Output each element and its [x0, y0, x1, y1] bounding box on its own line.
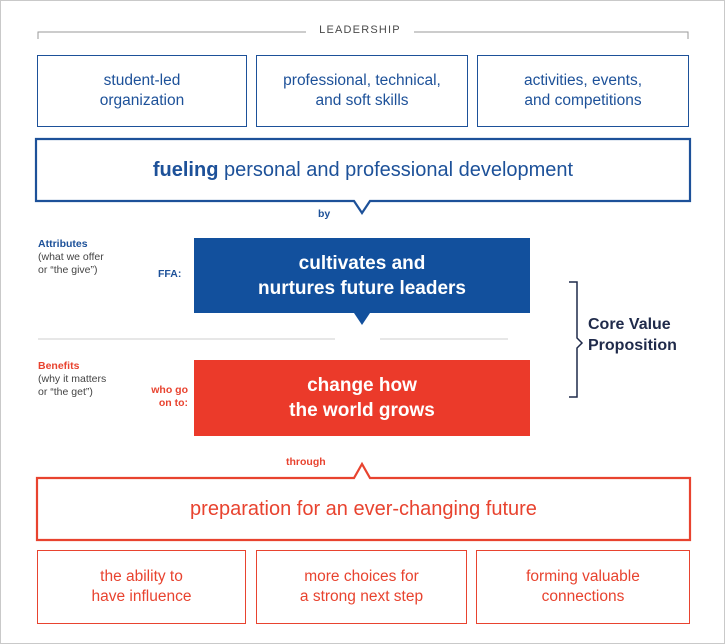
leadership-bracket [37, 31, 689, 39]
preparation-statement: preparation for an ever-changing future [37, 478, 690, 540]
fueling-bold-word: fueling [152, 158, 219, 181]
top-box-text: student-led organization [99, 72, 185, 109]
benefits-title: Benefits [38, 360, 80, 372]
bottom-box-text: more choices for a strong next step [299, 568, 424, 605]
cultivates-box: cultivates and nurtures future leaders [194, 238, 530, 313]
core-value-bracket [569, 281, 584, 398]
bottom-box-connections: forming valuable connections [476, 550, 690, 624]
connector-through: through [286, 456, 326, 468]
preparation-callout-shape [35, 461, 692, 542]
top-box-student-led: student-led organization [37, 55, 247, 127]
leadership-label: LEADERSHIP [319, 24, 401, 36]
attributes-title: Attributes [38, 238, 88, 250]
bottom-box-text: the ability to have influence [91, 568, 192, 605]
fueling-callout-shape [34, 137, 692, 215]
blue-box-pointer [354, 313, 370, 325]
change-text: change how the world grows [289, 375, 435, 421]
fueling-statement: fueling personal and professional develo… [36, 139, 690, 201]
attributes-desc: (what we offer or “the give”) [38, 251, 104, 276]
who-go-on-to-label: who go on to: [151, 384, 188, 409]
bottom-box-text: forming valuable connections [526, 568, 640, 605]
bottom-box-influence: the ability to have influence [37, 550, 246, 624]
top-box-text: activities, events, and competitions [523, 72, 643, 109]
fueling-rest-text: personal and professional development [218, 158, 574, 181]
benefits-desc: (why it matters or “the get”) [38, 373, 107, 398]
core-value-label: Core Value Proposition [588, 316, 677, 354]
top-box-activities: activities, events, and competitions [477, 55, 689, 127]
divider-lines [38, 338, 508, 340]
ffa-label: FFA: [158, 268, 182, 280]
top-box-text: professional, technical, and soft skills [283, 72, 441, 109]
change-box: change how the world grows [194, 360, 530, 436]
preparation-text: preparation for an ever-changing future [190, 497, 537, 520]
cultivates-text: cultivates and nurtures future leaders [258, 252, 466, 299]
bottom-box-choices: more choices for a strong next step [256, 550, 467, 624]
top-box-skills: professional, technical, and soft skills [256, 55, 468, 127]
connector-by: by [318, 208, 331, 220]
